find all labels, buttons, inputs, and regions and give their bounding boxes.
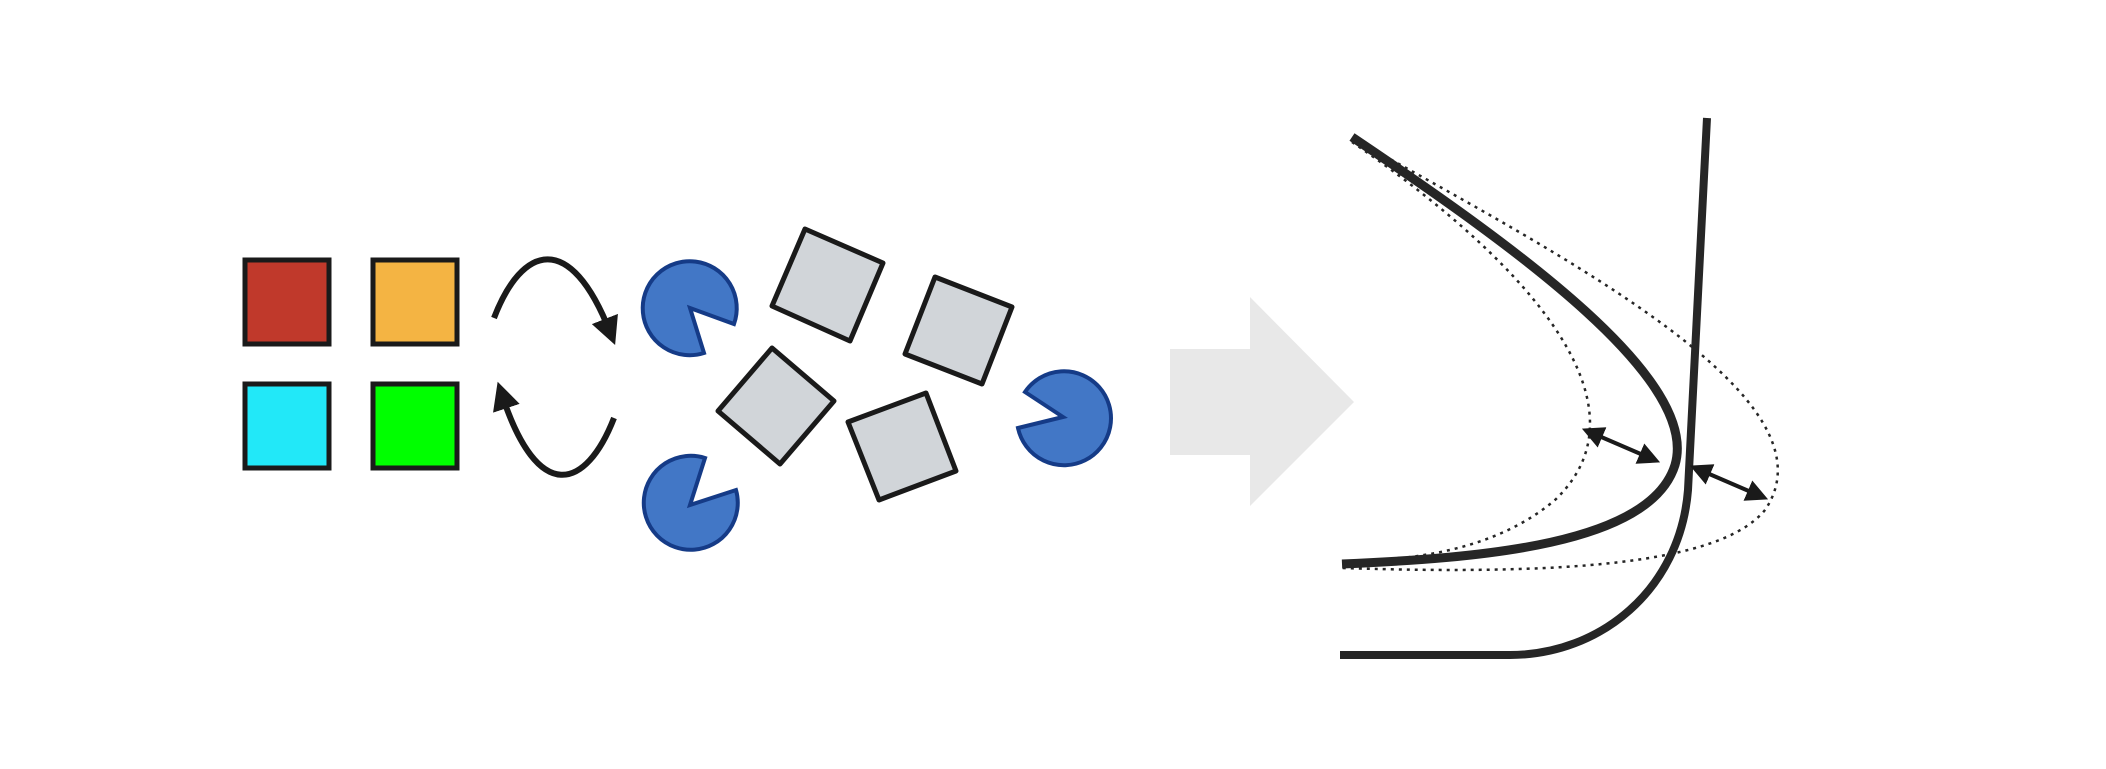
- gray-square-3: [715, 345, 837, 467]
- gray-square-4: [845, 390, 959, 503]
- gray-squares-group: [715, 226, 1015, 503]
- square-orange: [370, 257, 460, 347]
- gray-square-1: [769, 226, 886, 344]
- double-arrow-1: [1581, 427, 1661, 464]
- pacman-3: [1015, 369, 1113, 468]
- exchange-arrows-group: [491, 256, 618, 478]
- solid-parabola: [1341, 133, 1682, 569]
- colored-squares-group: [242, 257, 460, 471]
- gray-square-2: [902, 274, 1015, 387]
- square-green: [370, 381, 460, 471]
- pacman-2: [641, 453, 740, 552]
- solid-l-curve: [1340, 117, 1711, 659]
- square-cyan: [242, 381, 332, 471]
- curved-arrow-clockwise: [491, 256, 618, 346]
- double-arrows-group: [1581, 427, 1769, 501]
- dotted-outer-curve: [1341, 138, 1780, 572]
- square-red: [242, 257, 332, 347]
- curves-group: [1340, 117, 1780, 659]
- curved-arrow-counterclockwise: [493, 381, 617, 478]
- pacman-group: [640, 259, 1113, 552]
- double-arrow-2: [1689, 464, 1769, 501]
- dotted-inner-curve: [1341, 140, 1592, 564]
- right-arrow: [1170, 297, 1354, 506]
- pacman-1: [640, 259, 739, 358]
